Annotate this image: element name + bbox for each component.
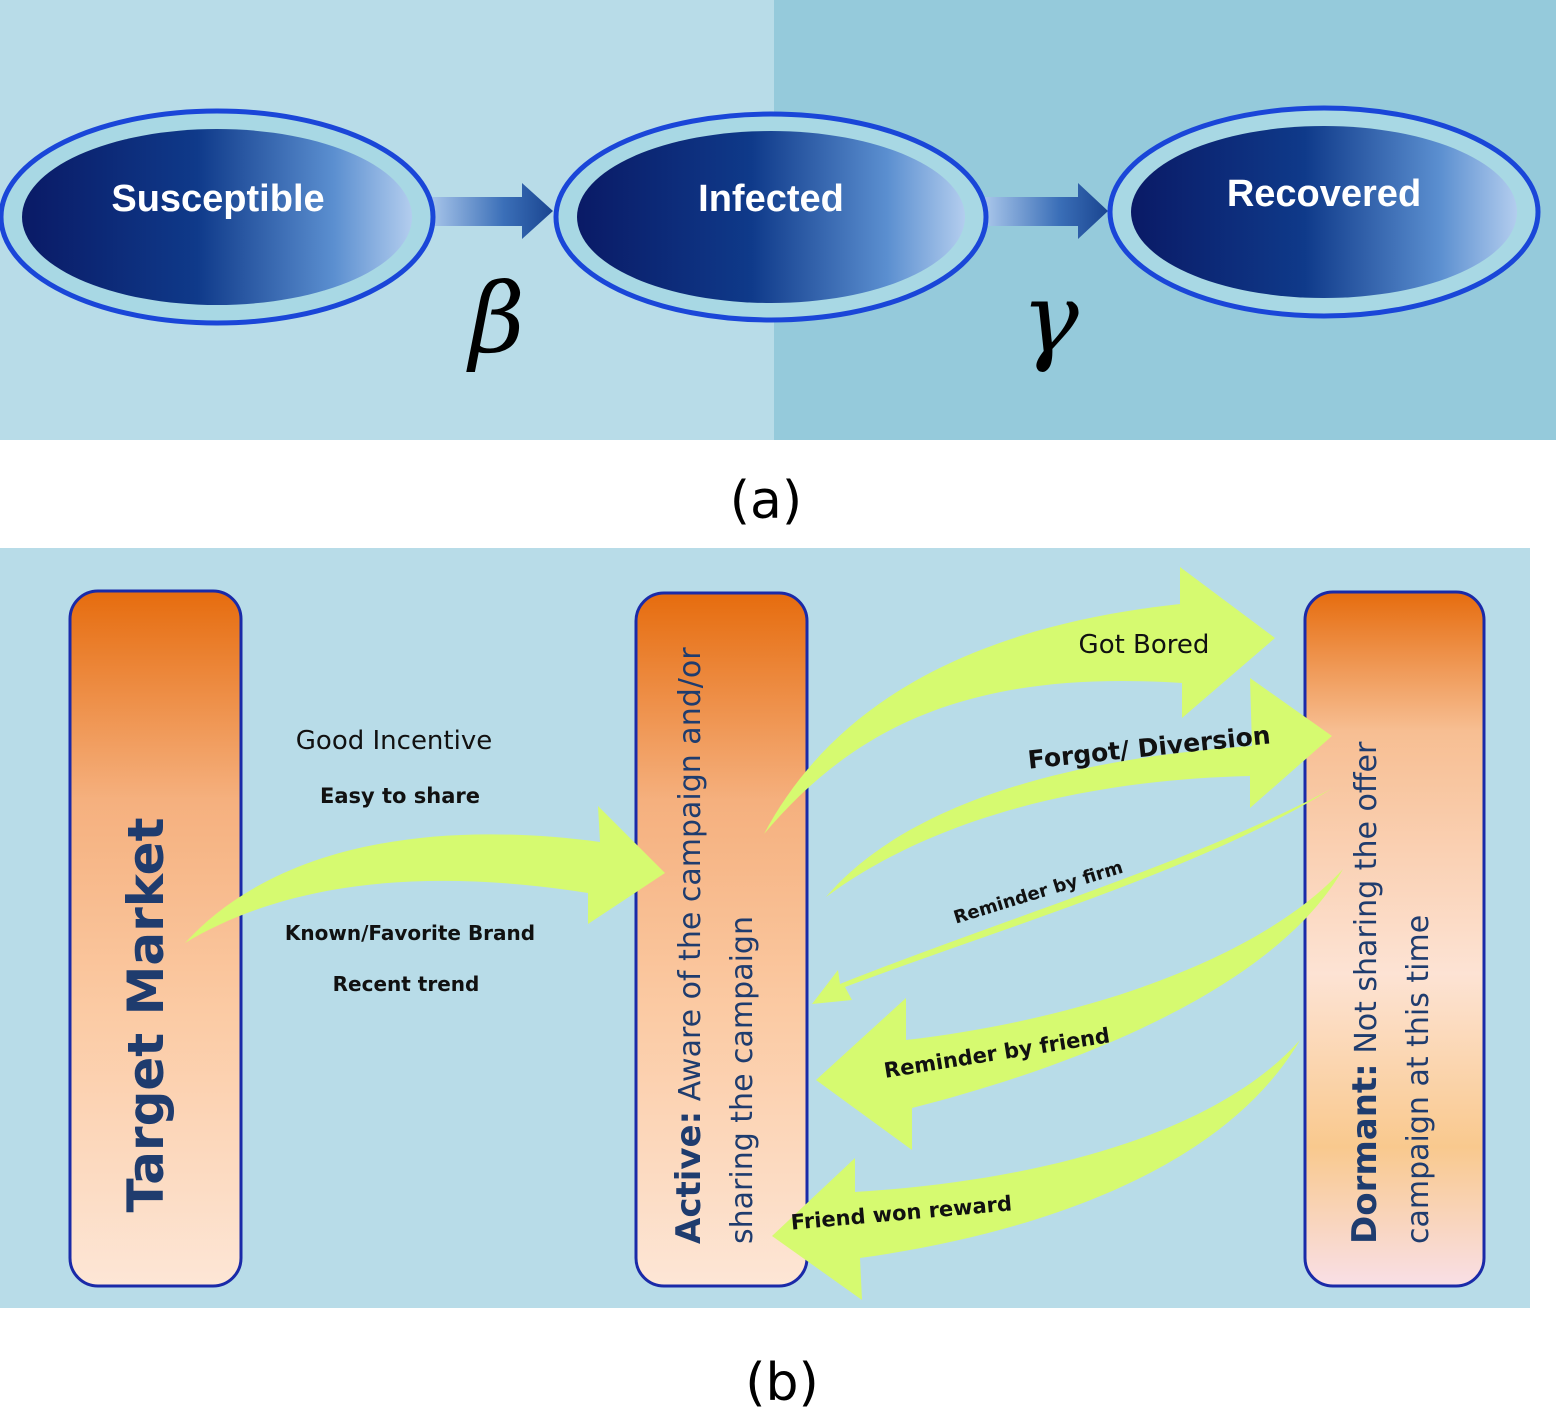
arrow-entry-to-active xyxy=(185,806,665,943)
label-good-incentive: Good Incentive xyxy=(296,726,492,756)
arrow-reminder-firm xyxy=(812,788,1333,1004)
dormant-label: Dormant: Not sharing the offer campaign … xyxy=(1345,741,1436,1244)
state-recovered: Recovered xyxy=(1107,105,1541,319)
rate-beta-label: β xyxy=(466,263,525,375)
label-easy-to-share: Easy to share xyxy=(320,784,480,808)
dormant-label-body-2: campaign at this time xyxy=(1401,915,1436,1244)
state-infected-label: Infected xyxy=(698,178,844,220)
active-label-title: Active: xyxy=(669,1111,709,1244)
label-recent-trend: Recent trend xyxy=(333,972,480,996)
rate-gamma-label: γ xyxy=(1021,263,1079,375)
active-label: Active: Aware of the campaign and/or sha… xyxy=(669,647,760,1244)
label-got-bored: Got Bored xyxy=(1079,630,1210,660)
state-recovered-label: Recovered xyxy=(1227,173,1421,215)
state-susceptible: Susceptible xyxy=(0,108,436,326)
target-market-label: Target Market xyxy=(117,818,175,1213)
dormant-label-body-1: Not sharing the offer xyxy=(1349,741,1384,1063)
state-infected: Infected xyxy=(553,111,989,323)
arrow-got-bored xyxy=(764,567,1275,834)
arrow-infected-to-recovered xyxy=(985,183,1108,239)
arrow-susceptible-to-infected xyxy=(430,183,553,239)
caption-b: (b) xyxy=(745,1353,819,1413)
box-target-market xyxy=(68,589,243,1288)
caption-a: (a) xyxy=(730,471,802,531)
box-dormant xyxy=(1303,590,1486,1288)
label-known-brand: Known/Favorite Brand xyxy=(285,921,535,945)
arrow-reminder-friend xyxy=(816,869,1343,1150)
active-label-body-2: sharing the campaign xyxy=(725,916,760,1244)
box-active xyxy=(634,591,809,1288)
dormant-label-title: Dormant: xyxy=(1345,1063,1385,1244)
arrow-forgot-diversion xyxy=(826,678,1332,897)
state-susceptible-label: Susceptible xyxy=(111,178,324,220)
arrow-friend-reward xyxy=(772,1040,1300,1300)
svg-text:Dormant: Not sharing the offe: Dormant: Not sharing the offer xyxy=(1345,741,1385,1244)
active-label-body-1: Aware of the campaign and/or xyxy=(673,647,708,1111)
svg-text:Active: Aware of the campaign: Active: Aware of the campaign and/or xyxy=(669,647,709,1244)
